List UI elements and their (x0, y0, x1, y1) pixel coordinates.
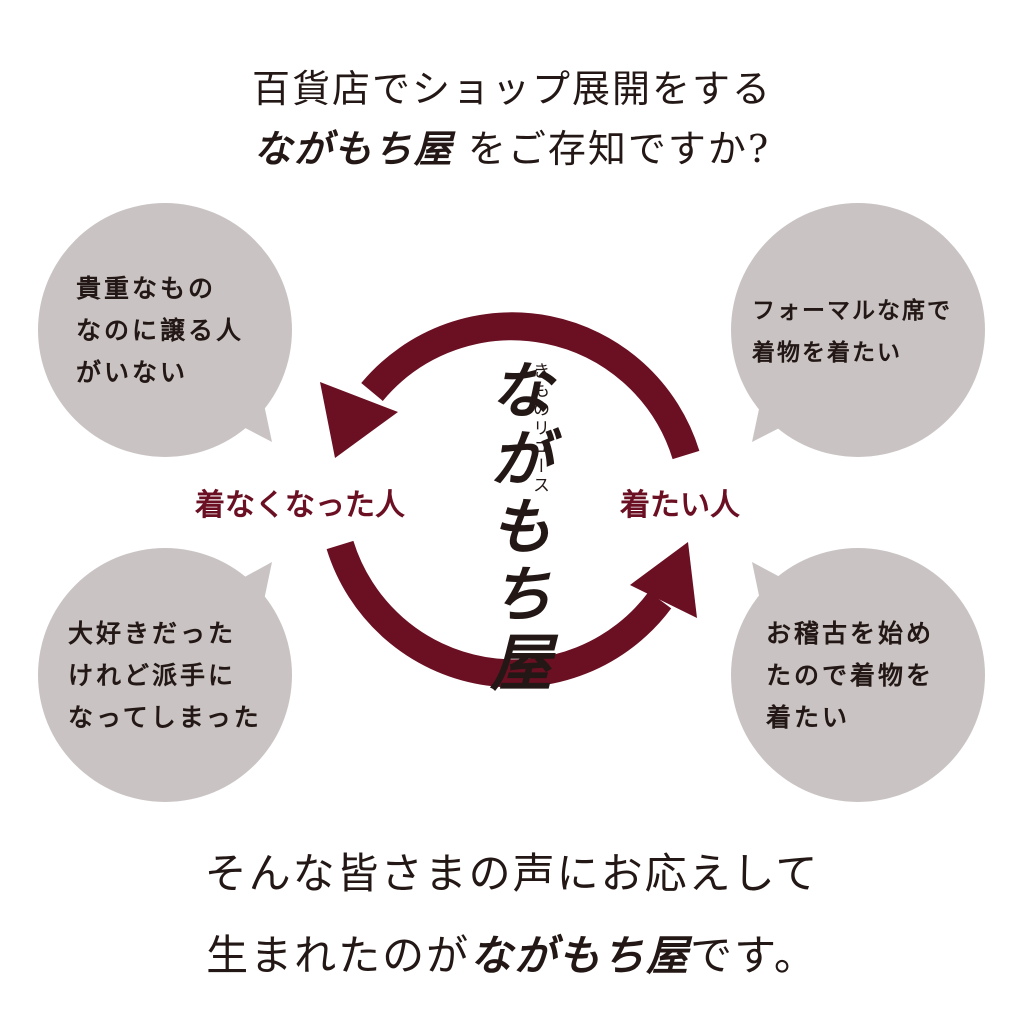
cycle-arrow-top (361, 312, 700, 460)
arrowhead-right (630, 542, 697, 618)
footer-post: です。 (690, 931, 818, 980)
footer-line-2: 生まれたのがながもち屋です。 (0, 922, 1024, 983)
bubble-text-bottom-right: お稽古を始めたので着物を着たい (766, 619, 935, 732)
bubble-text-top-right: フォーマルな席で着物を着たい (752, 298, 952, 366)
footer-pre: 生まれたのが (206, 931, 471, 980)
logo: ながもち屋 (479, 358, 552, 698)
cycle-arrow-bottom (326, 540, 672, 688)
logo-subtitle: きものリユース (529, 362, 549, 495)
speech-bubble-top-right (731, 203, 985, 457)
bubble-text-bottom-left: 大好きだったけれど派手になってしまった (68, 619, 262, 732)
speech-bubble-bottom-right (731, 548, 985, 802)
bubble-text-top-left: 貴重なものなのに譲る人がいない (76, 274, 245, 387)
speech-bubble-top-left (38, 203, 292, 457)
heading-rest: をご存知ですか? (467, 127, 771, 171)
footer-line-1: そんな皆さまの声にお応えして (204, 849, 820, 898)
heading-line-2: ながもち屋 をご存知ですか? (0, 118, 1024, 173)
footer-brand: ながもち屋 (470, 931, 691, 980)
heading-line-1: 百貨店でショップ展開をする (251, 67, 772, 111)
arrowhead-left (320, 382, 398, 458)
label-want-to-wear: 着たい人 (620, 488, 740, 523)
heading-brand: ながもち屋 (253, 126, 454, 171)
speech-bubble-bottom-left (38, 548, 292, 802)
label-no-longer-wear: 着なくなった人 (195, 488, 405, 523)
